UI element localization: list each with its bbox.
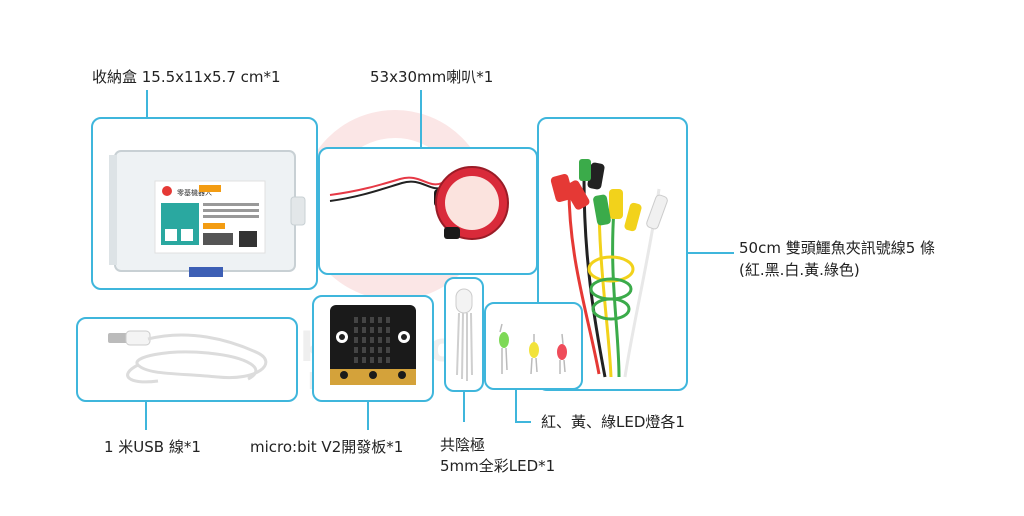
leds-label: 紅、黃、綠LED燈各1 (541, 413, 685, 431)
rgb-led-panel (444, 277, 484, 392)
storage-box-image: 零基機器人 (109, 150, 306, 277)
connector-line (515, 421, 531, 423)
rgb-led-image (455, 288, 473, 381)
alligator-clips-image (550, 159, 668, 378)
speaker-panel (318, 147, 538, 275)
alligator-clips-panel (537, 117, 688, 391)
speaker-image (329, 166, 509, 240)
leds-panel (484, 302, 583, 390)
card-title: 零基機器人 (177, 188, 212, 197)
rgb-led-label-line1: 共陰極 (440, 436, 486, 454)
leds-image (499, 323, 567, 375)
connector-line (146, 90, 148, 118)
connector-line (463, 392, 465, 422)
connector-line (145, 402, 147, 430)
storage-box-panel: 零基機器人 (91, 117, 318, 290)
usb-cable-label: 1 米USB 線*1 (104, 438, 201, 456)
connector-line (420, 90, 422, 148)
alligator-clips-label-line1: 50cm 雙頭鱷魚夾訊號線5 條 (739, 239, 936, 257)
connector-line (688, 252, 734, 254)
connector-line (367, 402, 369, 430)
storage-box-label: 收納盒 15.5x11x5.7 cm*1 (92, 68, 281, 86)
usb-cable-panel (76, 317, 298, 402)
speaker-label: 53x30mm喇叭*1 (370, 68, 494, 86)
connector-line (515, 390, 517, 422)
alligator-clips-label-line2: (紅.黑.白.黃.綠色) (739, 261, 860, 279)
microbit-image (330, 305, 416, 385)
microbit-panel (312, 295, 434, 402)
microbit-label: micro:bit V2開發板*1 (250, 438, 404, 456)
rgb-led-label-line2: 5mm全彩LED*1 (440, 457, 556, 475)
usb-cable-image (108, 330, 268, 384)
